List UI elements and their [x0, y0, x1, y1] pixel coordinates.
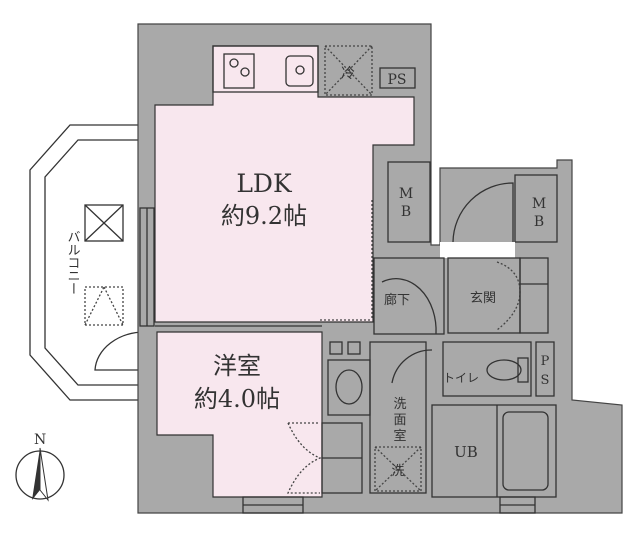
washroom-label-3: 室	[393, 428, 406, 444]
hallway	[373, 257, 445, 335]
entrance-label: 玄関	[470, 291, 496, 306]
bedroom-size: 約4.0帖	[194, 385, 280, 413]
ps-right-s: S	[541, 373, 550, 388]
washer-space	[374, 446, 422, 492]
ps-label-top: PS	[387, 72, 406, 88]
bedroom-label: 洋室	[213, 352, 261, 380]
unit-bath	[431, 404, 557, 498]
sink-icon	[285, 55, 314, 87]
ps-box-right	[535, 341, 555, 397]
mb-right-b: B	[534, 214, 544, 230]
ps-right-p: P	[541, 354, 550, 369]
ldk-size: 約9.2帖	[221, 202, 307, 230]
hallway-label: 廊下	[384, 292, 410, 308]
outdoor-unit-space-icon	[84, 286, 124, 326]
stove-icon	[223, 53, 255, 89]
kitchen-counter	[212, 45, 319, 93]
bedroom	[156, 331, 323, 498]
balcony-label: バルコニー	[65, 230, 81, 295]
washroom-label-1: 洗	[393, 397, 406, 412]
toilet-label: トイレ	[443, 371, 479, 385]
washroom	[369, 341, 427, 494]
toilet-bowl-icon	[486, 359, 522, 381]
outdoor-unit-icon	[84, 204, 124, 242]
fridge-label: 冷	[341, 66, 355, 82]
compass: N	[15, 432, 65, 502]
washroom-label-2: 面	[393, 413, 406, 428]
bathtub-icon	[502, 411, 549, 491]
bath-label: UB	[454, 443, 478, 461]
ldk-label: LDK	[236, 169, 293, 198]
shoe-cabinet	[519, 257, 549, 334]
compass-north-label: N	[34, 432, 46, 448]
hallway-door-arc[interactable]	[381, 278, 437, 335]
meter-box-right	[514, 174, 558, 243]
front-door-arc[interactable]	[452, 182, 514, 243]
meter-box-left	[387, 161, 431, 243]
ps-box-top	[379, 67, 416, 89]
balcony: バルコニー	[29, 124, 146, 401]
mb-left-b: B	[401, 204, 411, 220]
toilet	[442, 341, 532, 397]
mb-right-m: M	[532, 196, 546, 212]
washer-label: 洗	[391, 464, 404, 479]
mb-left-m: M	[399, 186, 413, 202]
